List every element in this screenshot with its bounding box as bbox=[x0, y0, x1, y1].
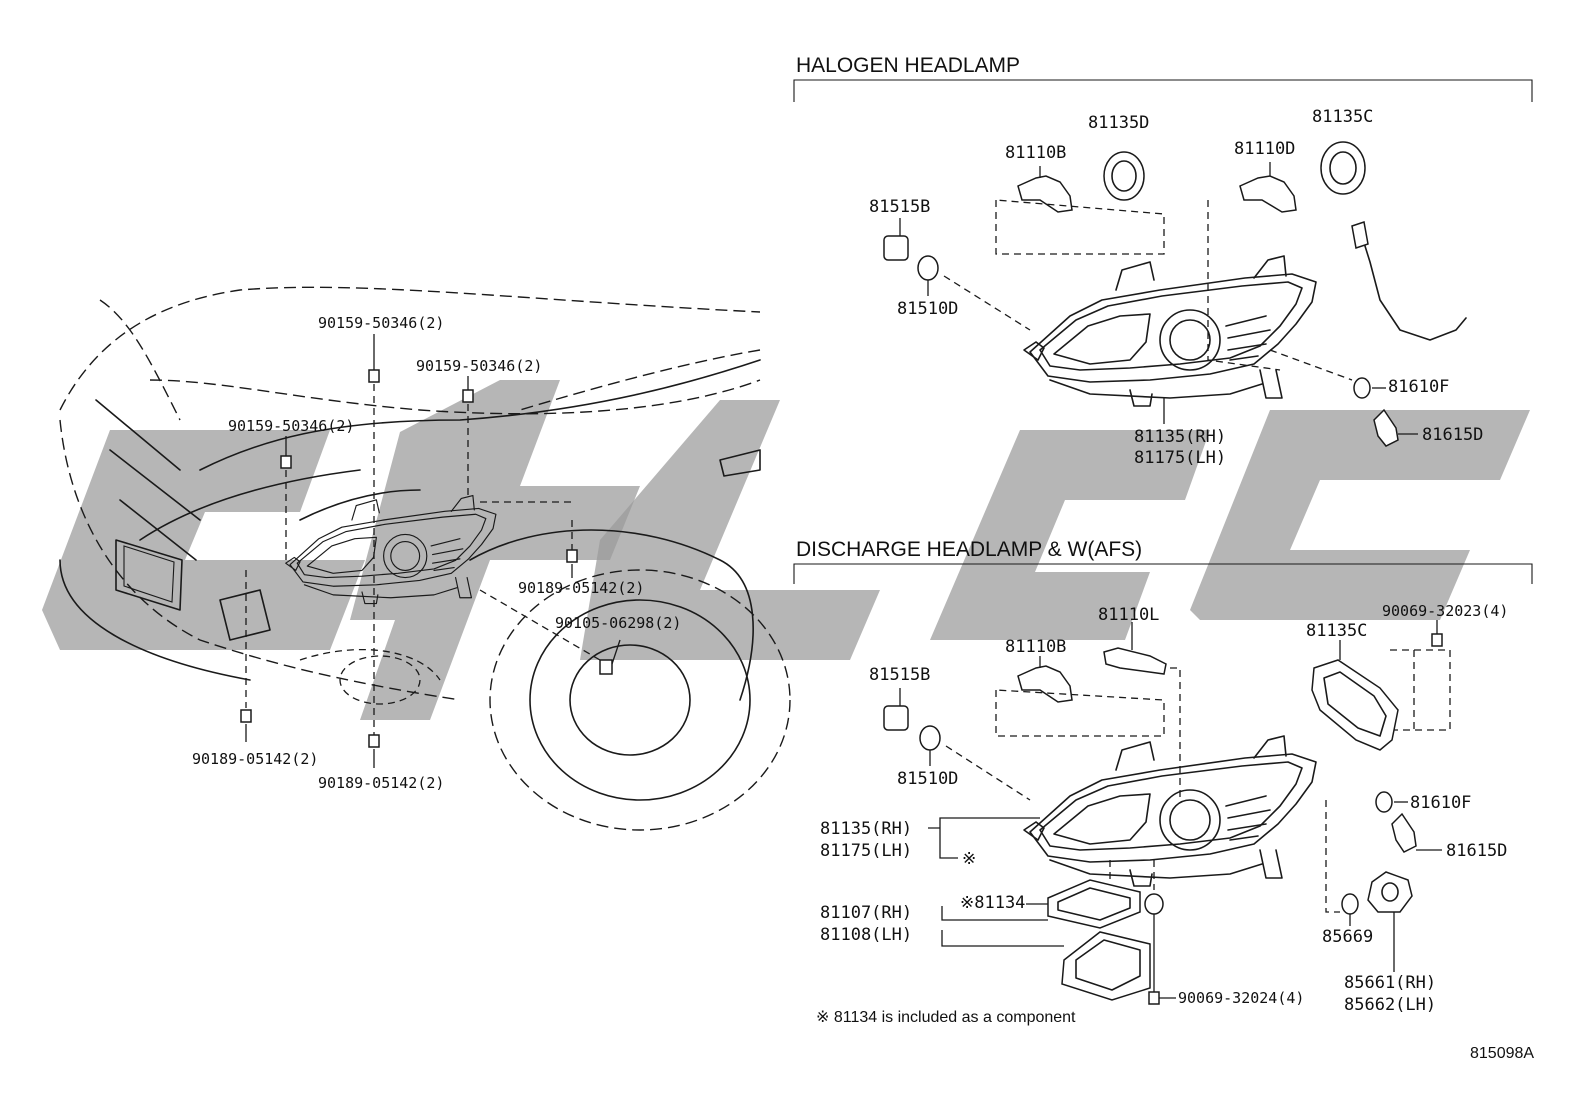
label-90189-05142-bottom-left: 90189-05142(2) bbox=[192, 750, 318, 768]
discharge-section-bracket bbox=[793, 563, 1533, 584]
label-81110b: 81110B bbox=[1005, 143, 1066, 163]
label-81615d-discharge: 81615D bbox=[1446, 841, 1507, 861]
label-90105-06298: 90105-06298(2) bbox=[555, 614, 681, 632]
label-90069-32024: 90069-32024(4) bbox=[1178, 989, 1304, 1007]
label-81610f: 81610F bbox=[1388, 377, 1449, 397]
halogen-section-title: HALOGEN HEADLAMP bbox=[796, 54, 1020, 77]
label-81135c-discharge: 81135C bbox=[1306, 621, 1367, 641]
label-81510d-discharge: 81510D bbox=[897, 769, 958, 789]
label-81134: ※81134 bbox=[960, 893, 1025, 913]
label-81135-rh: 81135(RH) bbox=[1134, 427, 1226, 447]
label-85662-lh: 85662(LH) bbox=[1344, 995, 1436, 1015]
left-fasteners bbox=[240, 334, 621, 768]
label-81615d: 81615D bbox=[1422, 425, 1483, 445]
label-81510d: 81510D bbox=[897, 299, 958, 319]
watermark-logo bbox=[42, 380, 1530, 720]
discharge-section-title: DISCHARGE HEADLAMP & W(AFS) bbox=[796, 538, 1142, 561]
label-90159-50346-top: 90159-50346(2) bbox=[318, 314, 444, 332]
label-81175-lh-discharge: 81175(LH) bbox=[820, 841, 912, 861]
label-81135d: 81135D bbox=[1088, 113, 1149, 133]
figure-code: 815098A bbox=[1470, 1045, 1534, 1062]
label-81515b-discharge: 81515B bbox=[869, 665, 930, 685]
label-81515b: 81515B bbox=[869, 197, 930, 217]
discharge-headlamp-assembly bbox=[883, 620, 1451, 1005]
vehicle-front-drawing bbox=[59, 286, 791, 831]
label-81107-rh: 81107(RH) bbox=[820, 903, 912, 923]
label-81135c: 81135C bbox=[1312, 107, 1373, 127]
footnote: ※ 81134 is included as a component bbox=[816, 1009, 1076, 1026]
label-81110l: 81110L bbox=[1098, 605, 1159, 625]
label-90189-05142-right: 90189-05142(2) bbox=[518, 579, 644, 597]
label-85669: 85669 bbox=[1322, 927, 1373, 947]
label-lamp-mark: ※ bbox=[962, 849, 976, 869]
label-90069-32023: 90069-32023(4) bbox=[1382, 602, 1508, 620]
label-90159-50346-right: 90159-50346(2) bbox=[416, 357, 542, 375]
halogen-section-bracket bbox=[793, 79, 1533, 102]
label-85661-rh: 85661(RH) bbox=[1344, 973, 1436, 993]
label-81110b-discharge: 81110B bbox=[1005, 637, 1066, 657]
label-90189-05142-bottom: 90189-05142(2) bbox=[318, 774, 444, 792]
label-81110d: 81110D bbox=[1234, 139, 1295, 159]
label-81108-lh: 81108(LH) bbox=[820, 925, 912, 945]
label-81175-lh: 81175(LH) bbox=[1134, 448, 1226, 468]
label-81135-rh-discharge: 81135(RH) bbox=[820, 819, 912, 839]
halogen-headlamp-assembly bbox=[883, 141, 1467, 447]
label-81610f-discharge: 81610F bbox=[1410, 793, 1471, 813]
label-90159-50346-left: 90159-50346(2) bbox=[228, 417, 354, 435]
